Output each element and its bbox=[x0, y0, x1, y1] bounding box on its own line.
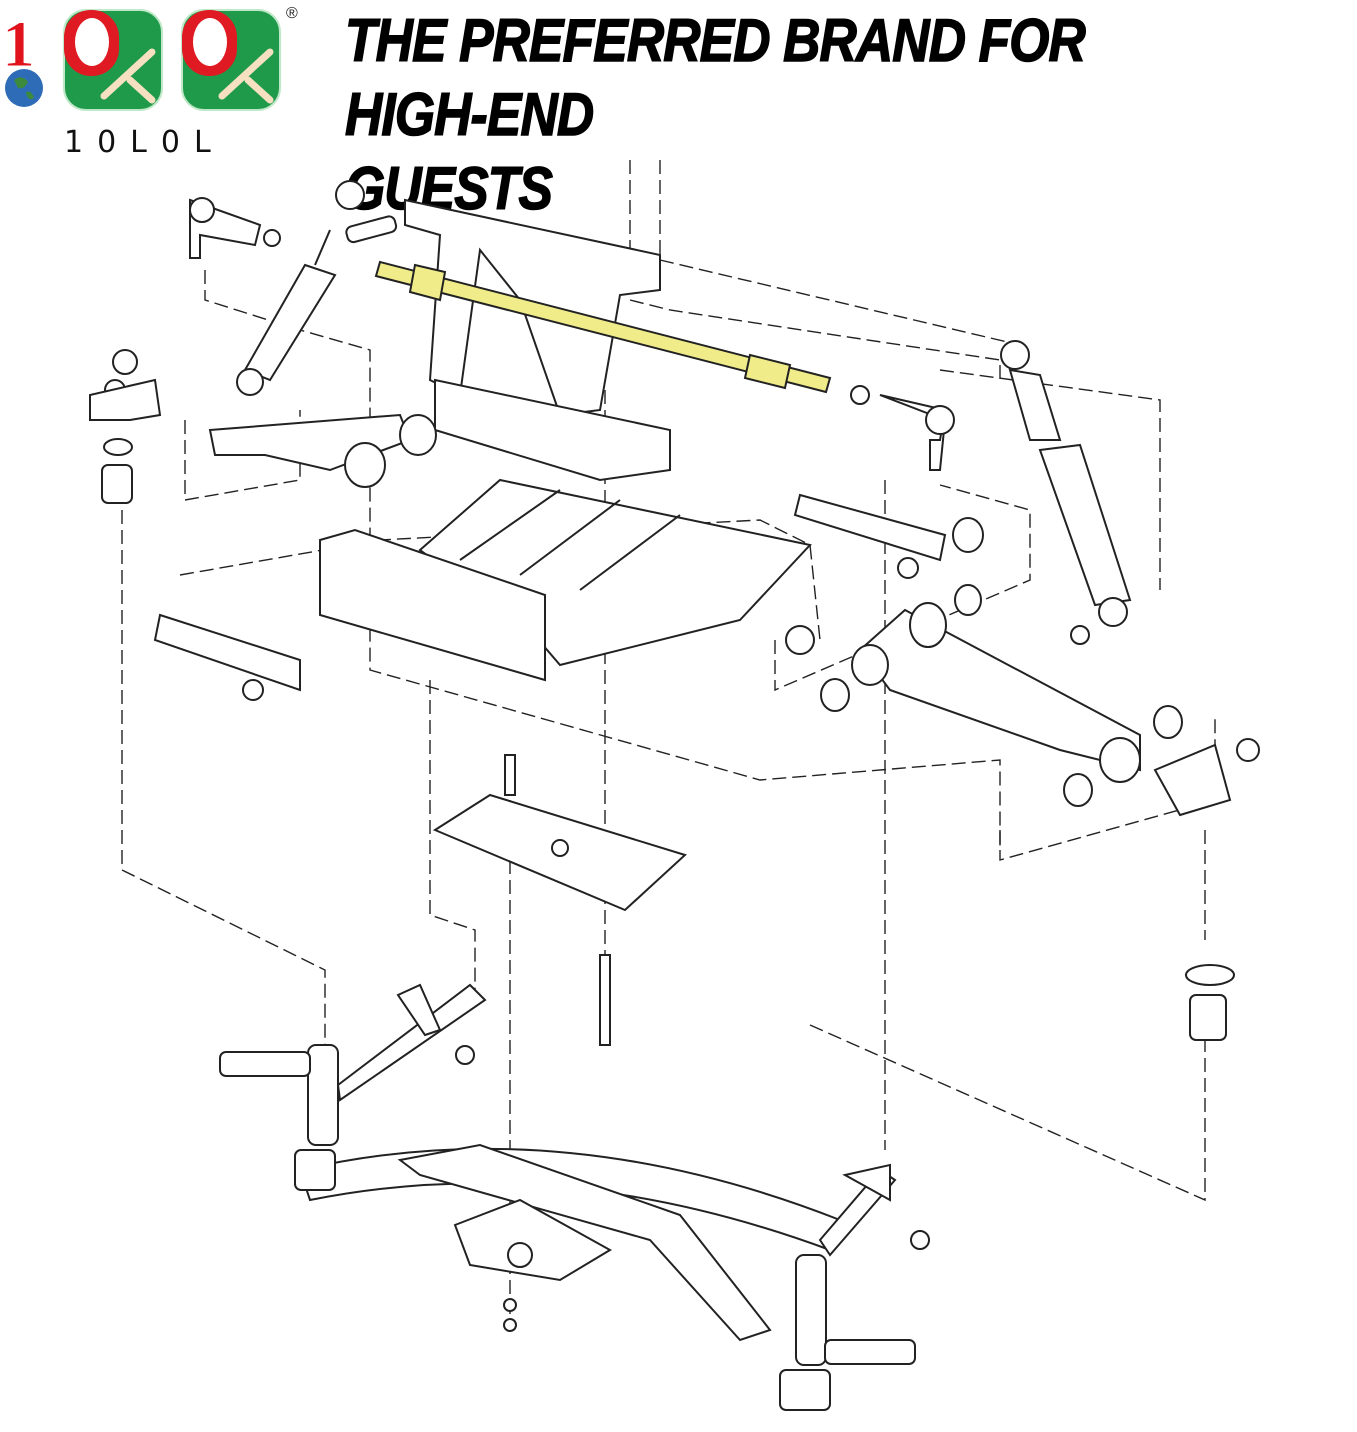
logo-numeral-one: 1 bbox=[2, 8, 35, 81]
headline: THE PREFERRED BRAND FOR HIGH-END GUESTS bbox=[344, 4, 1214, 226]
brand-logo: 1 ® bbox=[2, 5, 298, 111]
highlighted-cross-shaft bbox=[374, 260, 832, 394]
right-shock-absorber bbox=[1000, 340, 1132, 645]
mounting-plate bbox=[432, 754, 687, 1046]
left-tie-rod-end bbox=[189, 197, 281, 259]
left-control-arm bbox=[89, 349, 437, 504]
headline-line-1: THE PREFERRED BRAND FOR HIGH-END bbox=[344, 6, 1086, 149]
logo-mark-1 bbox=[63, 9, 163, 111]
left-link-bar bbox=[153, 613, 301, 701]
right-control-arm bbox=[785, 584, 1260, 1041]
logo-text: 10L0L bbox=[64, 125, 225, 160]
front-axle-assembly bbox=[219, 983, 930, 1411]
logo-mark-2 bbox=[181, 9, 281, 111]
right-link-bar bbox=[793, 493, 984, 579]
right-tie-rod-end bbox=[850, 385, 955, 471]
registered-mark: ® bbox=[286, 5, 298, 22]
left-shock-absorber bbox=[236, 180, 398, 396]
front-skid-tray bbox=[319, 478, 812, 682]
